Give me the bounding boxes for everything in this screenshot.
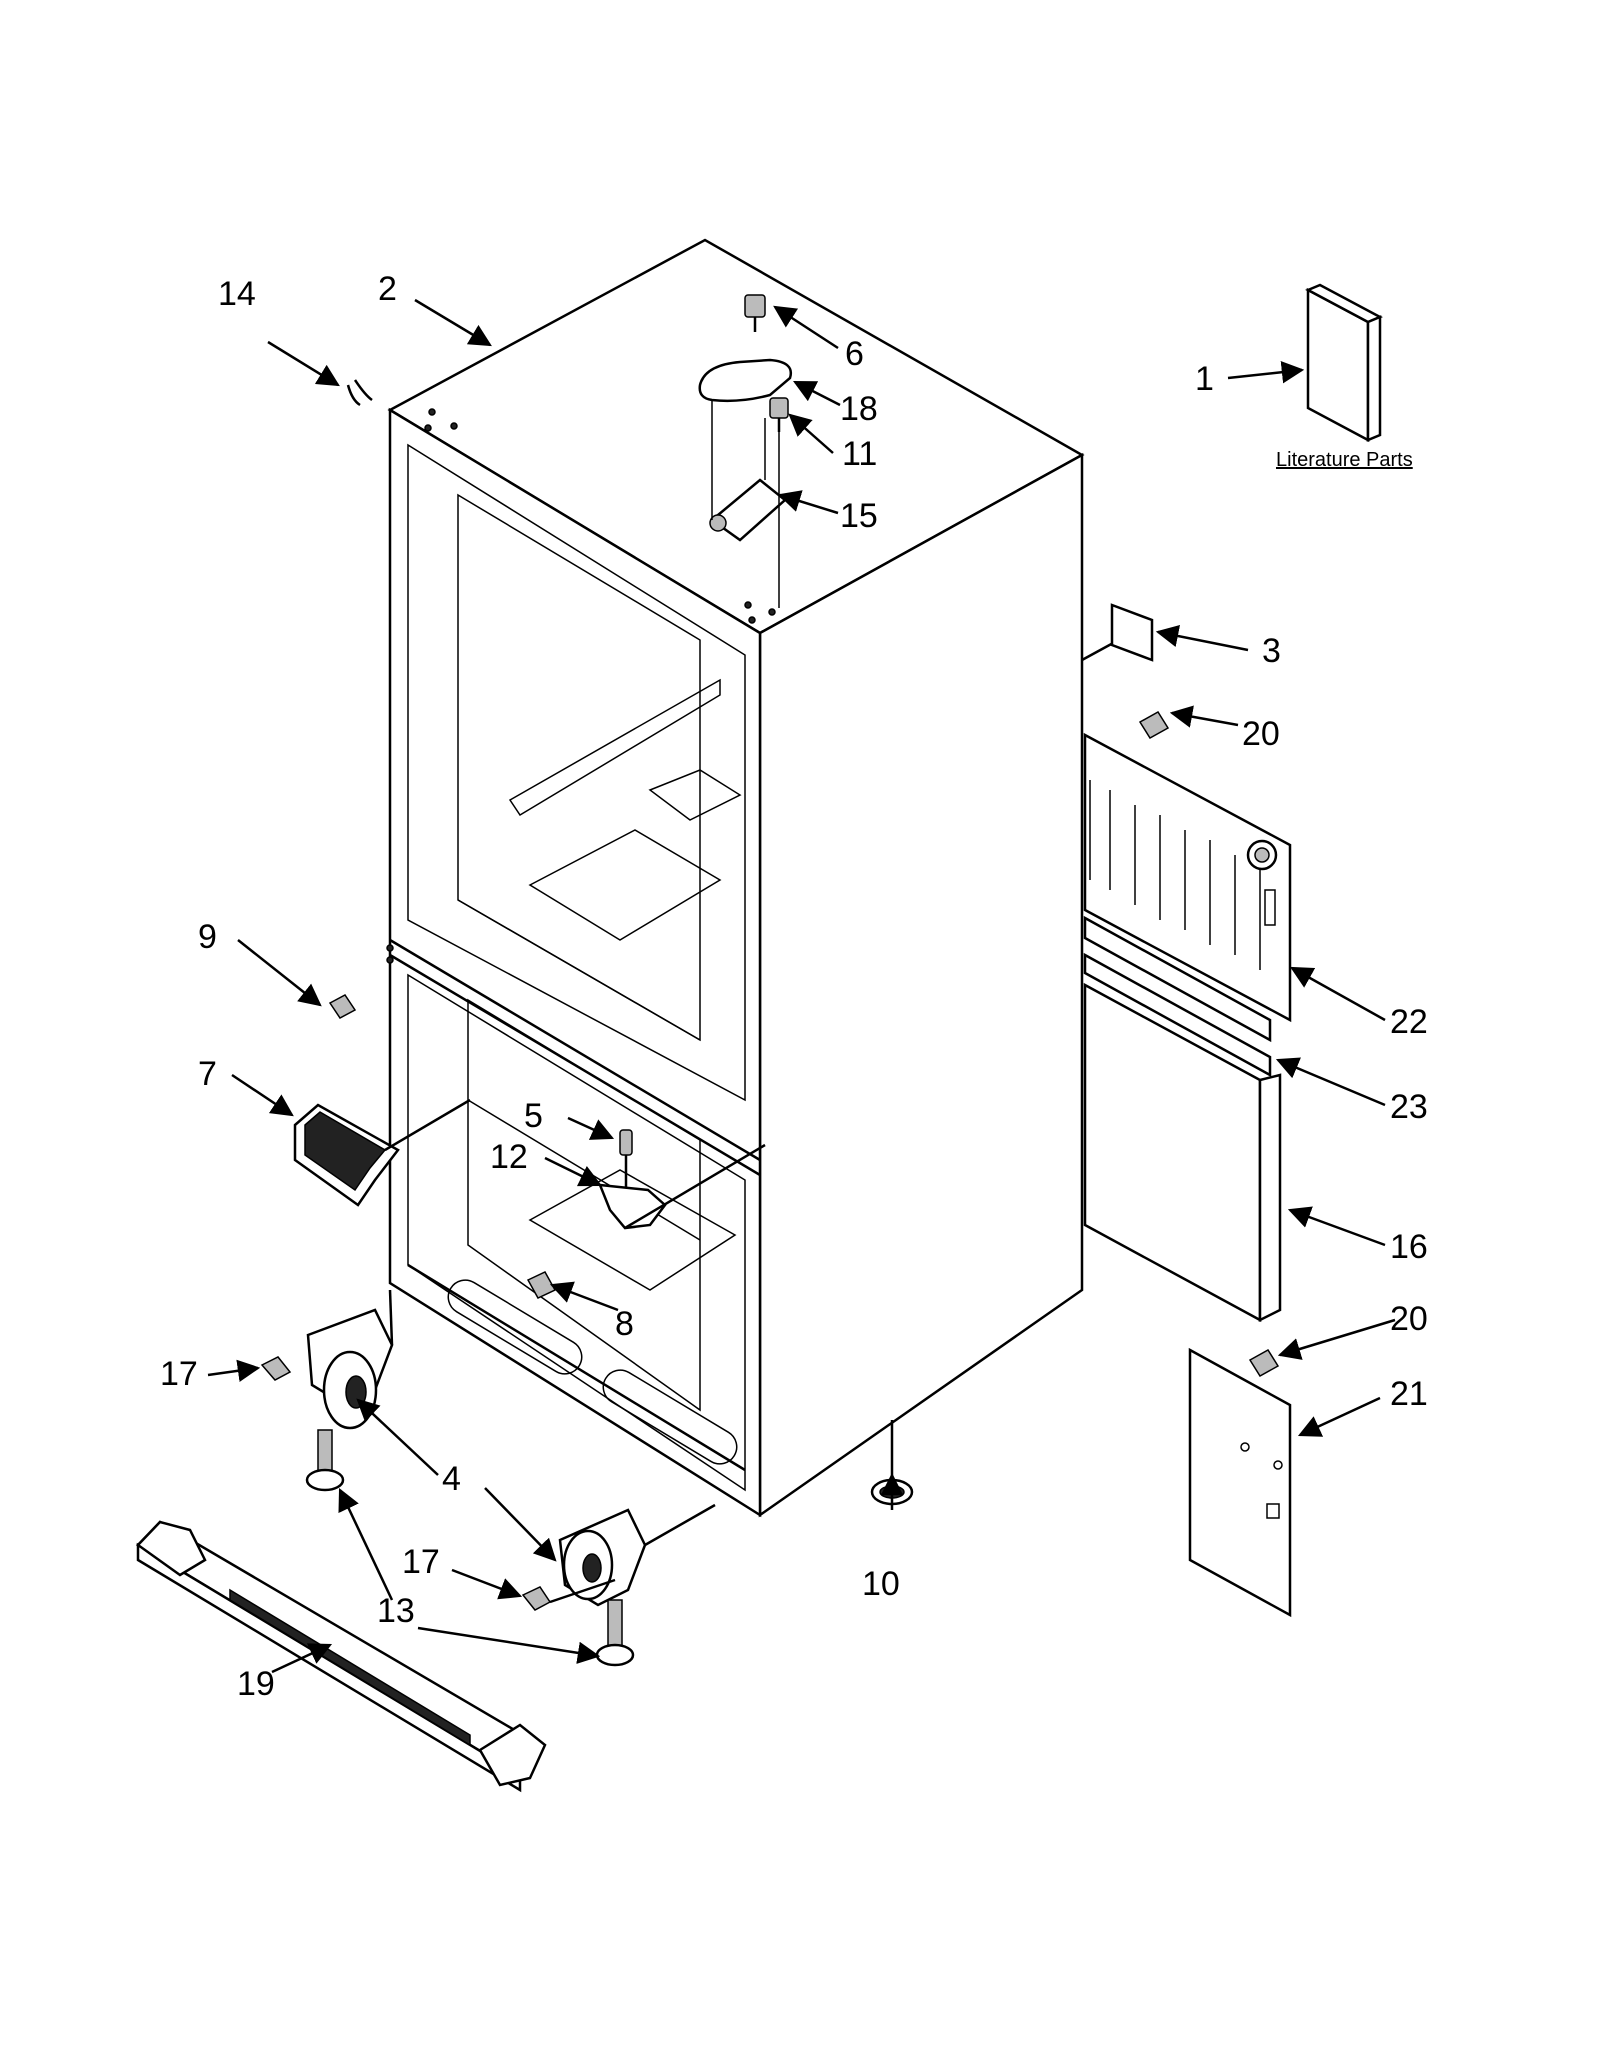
callout-20-upper: 20: [1242, 715, 1280, 753]
callout-5: 5: [524, 1097, 543, 1135]
callout-20-lower: 20: [1390, 1300, 1428, 1338]
literature-parts-label: Literature Parts: [1276, 449, 1413, 471]
callout-4: 4: [442, 1460, 461, 1498]
callout-6: 6: [845, 335, 864, 373]
callout-10: 10: [862, 1565, 900, 1603]
rear-grille: [1083, 732, 1292, 1023]
callout-3: 3: [1262, 632, 1281, 670]
top-hinge-assembly: [698, 294, 793, 608]
roller-left: [260, 1289, 394, 1492]
wire-clip: [346, 379, 373, 407]
base-grille: [136, 1520, 547, 1793]
callout-1: 1: [1195, 360, 1214, 398]
rear-access-cover: [1188, 1347, 1292, 1618]
roller-right: [521, 1503, 716, 1667]
callout-9: 9: [198, 918, 217, 956]
callout-16: 16: [1390, 1228, 1428, 1266]
callout-13: 13: [377, 1592, 415, 1630]
callout-17-left: 17: [160, 1355, 198, 1393]
callout-15: 15: [840, 497, 878, 535]
nameplate: [293, 1098, 471, 1207]
callout-labels: 1 2 3 4 5 6 7 8 9 10 11 12 13 14 15 16 1…: [160, 270, 1428, 1703]
leader-lines: [207, 298, 1396, 1674]
callout-23: 23: [1390, 1088, 1428, 1126]
literature-parts: Literature Parts: [1276, 283, 1413, 471]
screw-9: [328, 944, 394, 1019]
access-panel: [1083, 982, 1282, 1323]
callout-12: 12: [490, 1138, 528, 1176]
label-plate: [1110, 603, 1154, 662]
callout-7: 7: [198, 1055, 217, 1093]
seal-strip: [1083, 915, 1272, 1078]
center-bracket: [598, 1129, 766, 1230]
callout-22: 22: [1390, 1003, 1428, 1041]
callout-17-right: 17: [402, 1543, 440, 1581]
callout-2: 2: [378, 270, 397, 308]
callout-19: 19: [237, 1665, 275, 1703]
cabinet: [387, 238, 1116, 1518]
callout-18: 18: [840, 390, 878, 428]
callout-21: 21: [1390, 1375, 1428, 1413]
screw-20-upper: [1138, 710, 1170, 740]
callout-14: 14: [218, 275, 256, 313]
callout-8: 8: [615, 1305, 634, 1343]
callout-11: 11: [842, 435, 877, 473]
